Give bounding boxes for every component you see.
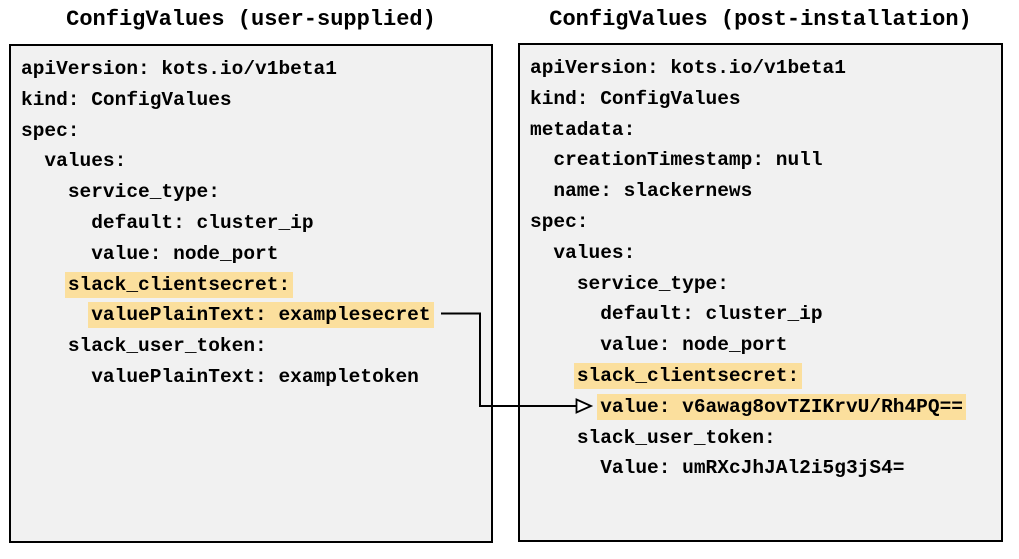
code-line: apiVersion: kots.io/v1beta1 — [530, 53, 1001, 84]
code-line: kind: ConfigValues — [530, 84, 1001, 115]
code-text: slack_user_token: — [67, 335, 267, 358]
code-line: slack_clientsecret: — [530, 361, 1001, 392]
code-text: service_type: — [67, 181, 220, 204]
code-text: values: — [553, 241, 636, 264]
code-line: value: node_port — [21, 239, 491, 270]
code-line: valuePlainText: examplesecret — [21, 300, 491, 331]
highlighted-code-text: slack_clientsecret: — [64, 271, 294, 298]
left-panel-title: ConfigValues (user-supplied) — [66, 7, 436, 32]
user-supplied-config-box: apiVersion: kots.io/v1beta1 kind: ConfigV… — [9, 44, 493, 543]
highlighted-code-text: value: v6awag8ovTZIKrvU/Rh4PQ== — [597, 393, 966, 420]
code-line: service_type: — [530, 269, 1001, 300]
code-line: slack_user_token: — [21, 331, 491, 362]
code-text: value: node_port — [600, 334, 788, 357]
code-line: values: — [21, 146, 491, 177]
code-text: apiVersion: kots.io/v1beta1 — [530, 57, 846, 79]
user-supplied-code-lines: apiVersion: kots.io/v1beta1 kind: ConfigV… — [11, 46, 491, 393]
code-text: service_type: — [576, 272, 729, 295]
code-line: creationTimestamp: null — [530, 145, 1001, 176]
code-line: slack_user_token: — [530, 423, 1001, 454]
code-text: kind: ConfigValues — [21, 88, 232, 111]
post-installation-config-box: apiVersion: kots.io/v1beta1 kind: ConfigV… — [518, 43, 1003, 542]
code-line: value: v6awag8ovTZIKrvU/Rh4PQ== — [530, 392, 1001, 423]
code-line: kind: ConfigValues — [21, 85, 491, 116]
code-line: default: cluster_ip — [21, 208, 491, 239]
code-line: metadata: — [530, 115, 1001, 146]
code-line: name: slackernews — [530, 176, 1001, 207]
code-line: default: cluster_ip — [530, 299, 1001, 330]
code-text: Value: umRXcJhJAl2i5g3jS4= — [600, 457, 905, 480]
code-text: valuePlainText: exampletoken — [91, 365, 419, 388]
code-line: slack_clientsecret: — [21, 270, 491, 301]
code-text: default: cluster_ip — [600, 303, 823, 326]
code-line: apiVersion: kots.io/v1beta1 — [21, 54, 491, 85]
code-line: spec: — [21, 116, 491, 147]
code-text: name: slackernews — [553, 180, 753, 203]
code-line: values: — [530, 238, 1001, 269]
code-text: default: cluster_ip — [91, 211, 314, 234]
code-line: value: node_port — [530, 330, 1001, 361]
post-installation-code-lines: apiVersion: kots.io/v1beta1 kind: ConfigV… — [520, 45, 1001, 484]
code-text: spec: — [21, 119, 80, 142]
code-text: creationTimestamp: null — [553, 149, 823, 172]
code-text: values: — [44, 150, 127, 173]
code-text: apiVersion: kots.io/v1beta1 — [21, 58, 337, 80]
code-text: spec: — [530, 210, 589, 233]
code-line: service_type: — [21, 177, 491, 208]
code-text: value: node_port — [91, 242, 279, 265]
code-line: Value: umRXcJhJAl2i5g3jS4= — [530, 453, 1001, 484]
code-text: metadata: — [530, 118, 636, 141]
code-text: kind: ConfigValues — [530, 87, 741, 110]
code-line: valuePlainText: exampletoken — [21, 362, 491, 393]
highlighted-code-text: slack_clientsecret: — [573, 362, 803, 389]
right-panel-title: ConfigValues (post-installation) — [549, 7, 972, 32]
code-line: spec: — [530, 207, 1001, 238]
code-text: slack_user_token: — [576, 426, 776, 449]
highlighted-code-text: valuePlainText: examplesecret — [88, 302, 434, 329]
